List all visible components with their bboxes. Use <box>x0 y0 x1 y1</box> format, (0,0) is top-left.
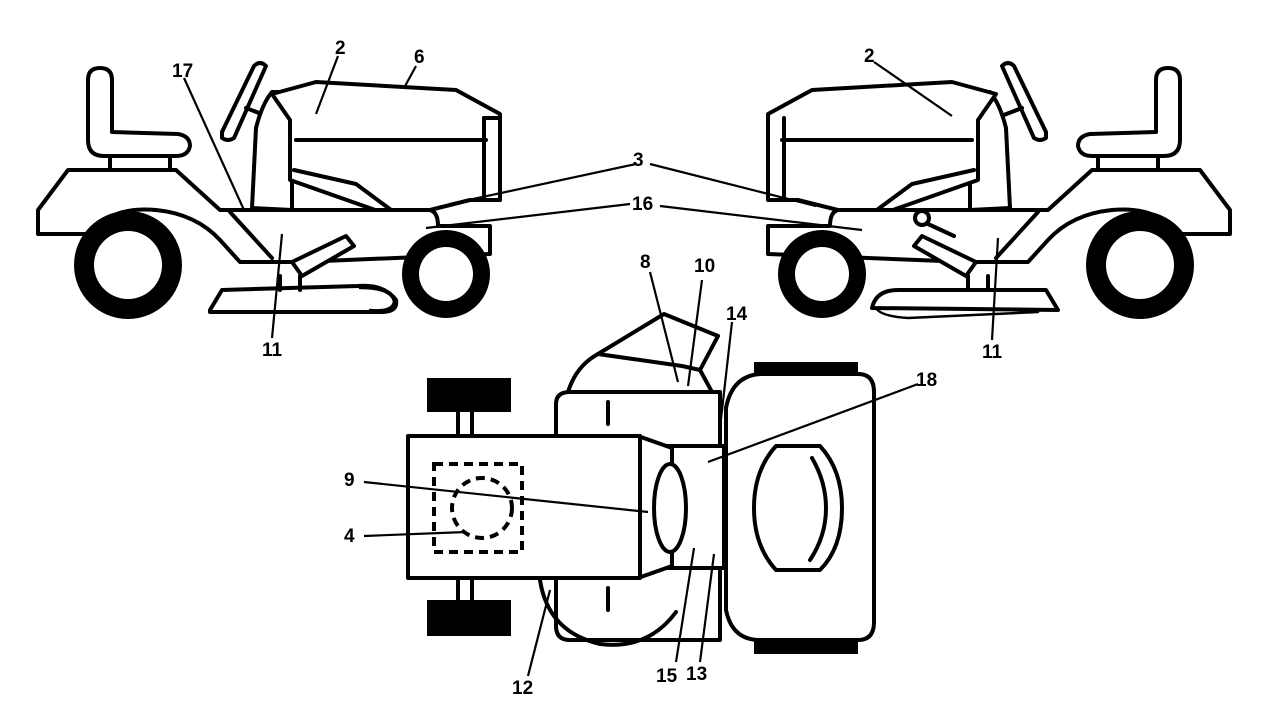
callout-labels: 2 6 17 11 3 16 2 11 8 10 14 18 9 4 12 15… <box>172 38 1003 699</box>
callout-6: 6 <box>414 47 425 68</box>
leader-lines <box>182 55 1000 677</box>
callout-16: 16 <box>632 194 653 215</box>
callout-15: 15 <box>656 666 678 687</box>
tractor-top-view <box>406 312 876 654</box>
left-lever <box>290 234 356 278</box>
left-deck <box>208 283 399 314</box>
callout-4: 4 <box>344 526 355 547</box>
top-front-wheel-upper <box>427 378 511 412</box>
callout-9: 9 <box>344 470 355 491</box>
top-seat <box>752 444 844 572</box>
top-steering-wheel <box>652 462 688 554</box>
top-front-wheel-lower <box>427 600 511 636</box>
callout-11-right: 11 <box>982 342 1003 363</box>
left-seat <box>86 66 192 158</box>
top-discharge-chute <box>566 312 720 394</box>
callout-3: 3 <box>633 150 644 171</box>
callout-14: 14 <box>726 304 748 325</box>
callout-13: 13 <box>686 664 707 685</box>
tractor-right-side-view <box>766 61 1232 320</box>
callout-10: 10 <box>694 256 715 277</box>
callout-11-left: 11 <box>262 340 283 361</box>
callout-12: 12 <box>512 678 533 699</box>
left-steering-wheel <box>220 61 268 142</box>
callout-8: 8 <box>640 252 651 273</box>
top-hood-dashed-cap <box>450 476 514 540</box>
callout-18: 18 <box>916 370 937 391</box>
top-hood-dashed-panel <box>432 462 524 554</box>
left-hood <box>270 80 502 220</box>
callout-2-left: 2 <box>335 38 346 59</box>
tractor-left-side-view <box>36 61 502 319</box>
callout-2-right: 2 <box>864 46 875 67</box>
callout-17: 17 <box>172 61 193 82</box>
